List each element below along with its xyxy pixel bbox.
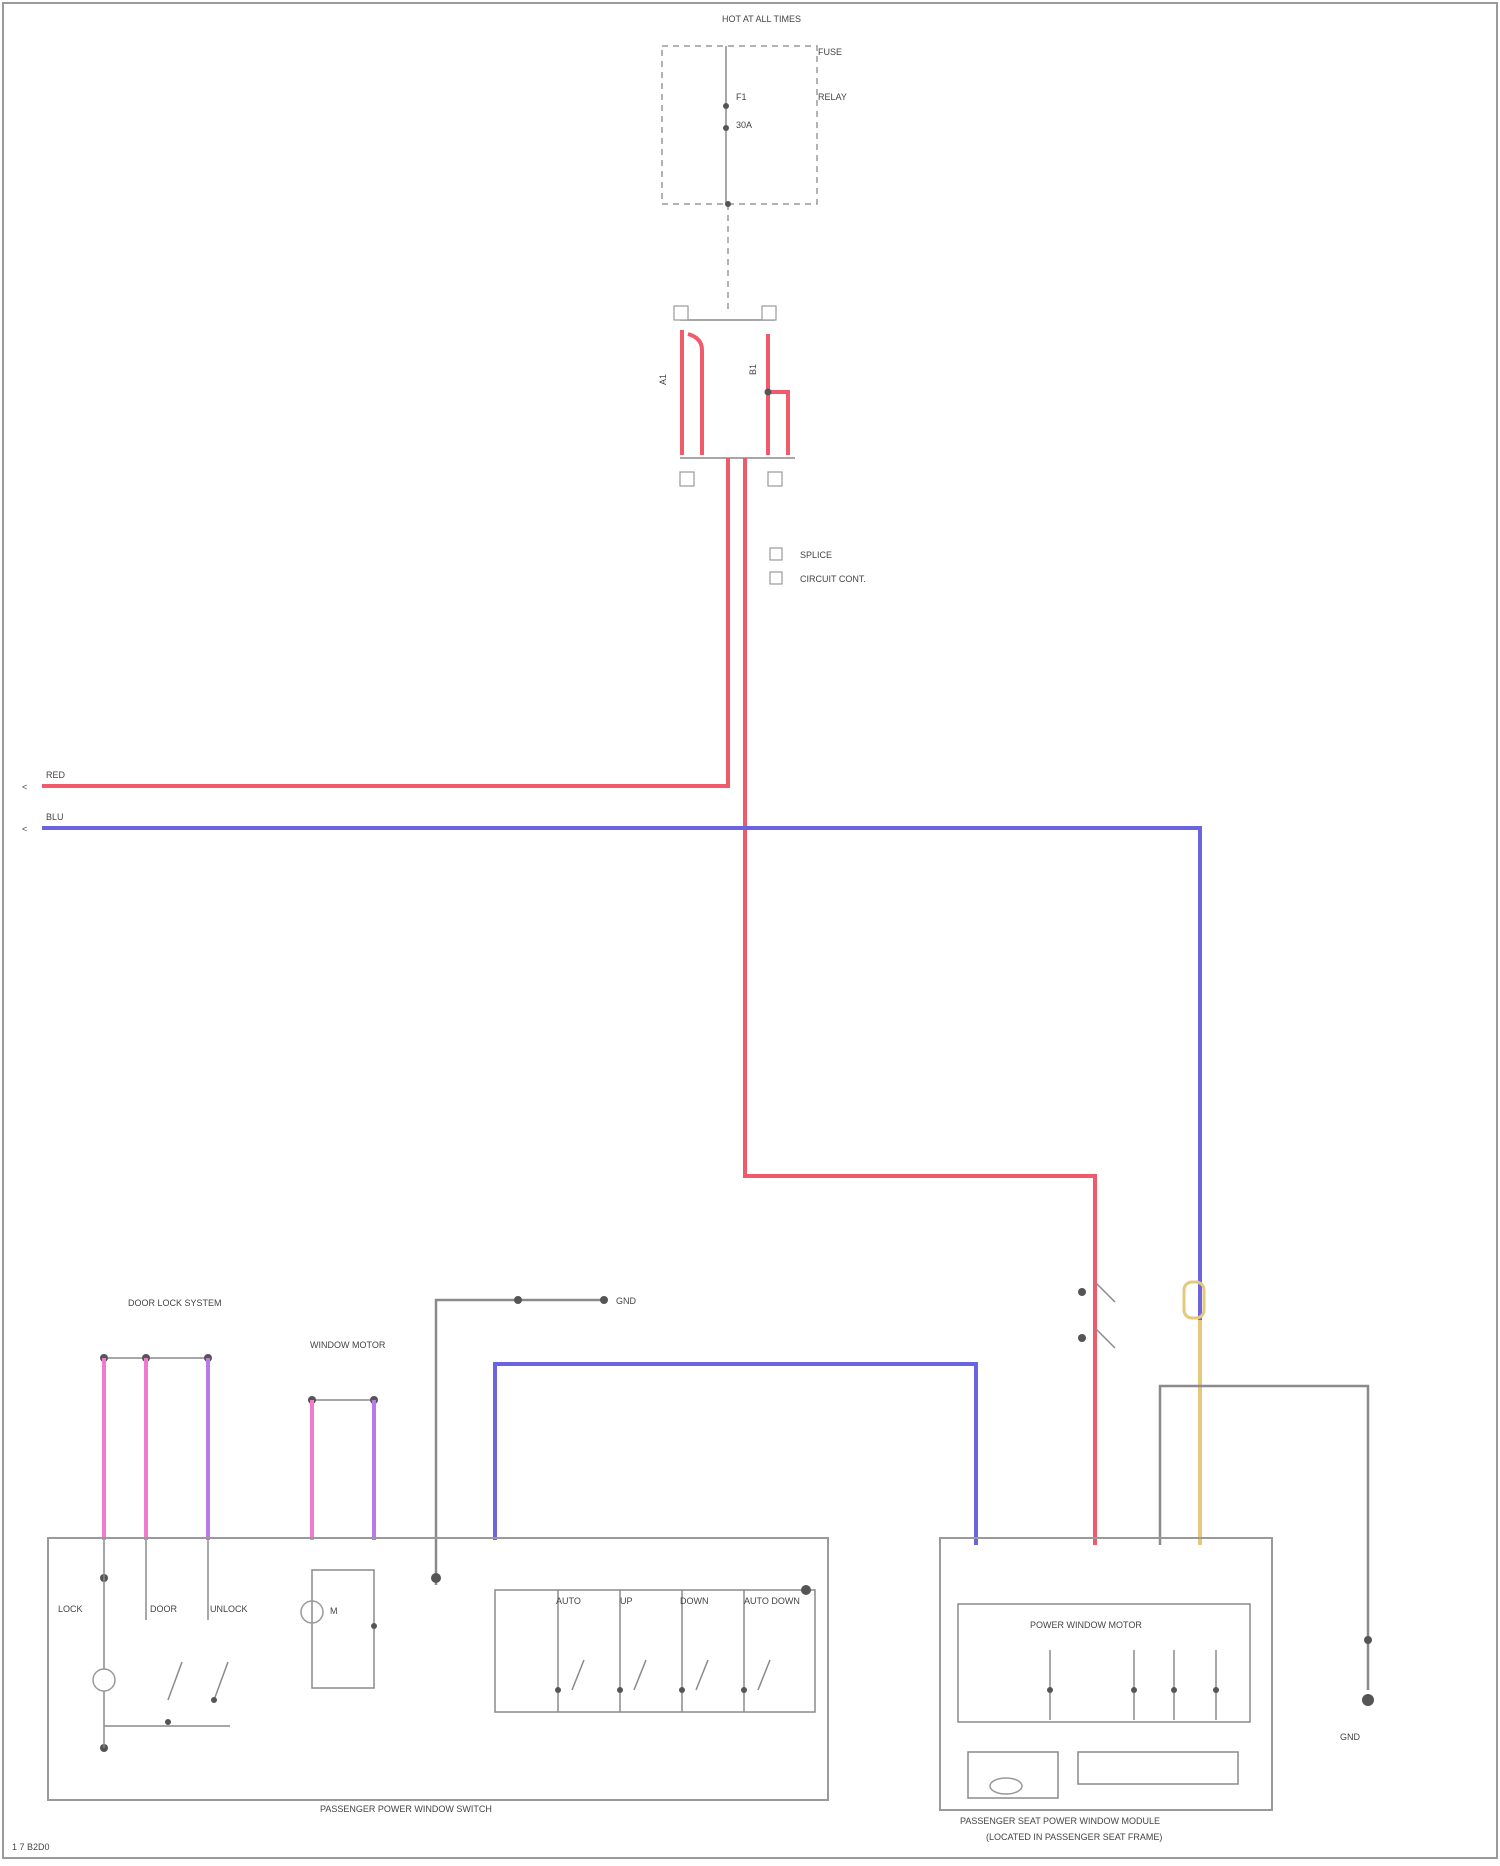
top-box-note-2: RELAY bbox=[818, 92, 847, 102]
legend-item-1: SPLICE bbox=[800, 550, 832, 560]
ground-right-label: GND bbox=[1340, 1732, 1361, 1742]
top-box-note-3: F1 bbox=[736, 92, 747, 102]
bank-label-1: AUTO bbox=[556, 1596, 581, 1606]
top-box-note-4: 30A bbox=[736, 120, 752, 130]
passenger-seat-module-box: POWER WINDOW MOTOR PASSENGER SEAT POWER … bbox=[940, 1538, 1272, 1842]
junction-pin-a: A1 bbox=[658, 374, 668, 385]
bottom-right-box-title-1: PASSENGER SEAT POWER WINDOW MODULE bbox=[960, 1816, 1160, 1826]
left-blue-label: BLU bbox=[46, 812, 64, 822]
bottom-left-box-title: PASSENGER POWER WINDOW SWITCH bbox=[320, 1804, 492, 1814]
left-blue-arrow-icon: < bbox=[22, 824, 27, 834]
bank-label-4: AUTO DOWN bbox=[744, 1596, 800, 1606]
red-wire-main bbox=[42, 458, 728, 786]
blue-wire-main bbox=[42, 828, 1200, 1545]
top-box-note-1: FUSE bbox=[818, 47, 842, 57]
left-red-label: RED bbox=[46, 770, 66, 780]
window-motor-label: WINDOW MOTOR bbox=[310, 1340, 386, 1350]
legend-item-2: CIRCUIT CONT. bbox=[800, 574, 866, 584]
red-wire-down bbox=[745, 458, 1095, 1545]
left-red-arrow-icon: < bbox=[22, 782, 27, 792]
motor-label: M bbox=[330, 1606, 338, 1616]
door-lock-group: DOOR LOCK SYSTEM bbox=[100, 1298, 222, 1540]
bottom-right-box-title-2: (LOCATED IN PASSENGER SEAT FRAME) bbox=[986, 1832, 1162, 1842]
switch-label-2: DOOR bbox=[150, 1604, 178, 1614]
door-lock-label: DOOR LOCK SYSTEM bbox=[128, 1298, 222, 1308]
bank-label-3: DOWN bbox=[680, 1596, 709, 1606]
top-box-title: HOT AT ALL TIMES bbox=[722, 14, 801, 24]
module-inner-label: POWER WINDOW MOTOR bbox=[1030, 1620, 1142, 1630]
splice-legend: SPLICE CIRCUIT CONT. bbox=[770, 548, 866, 584]
switch-label-3: UNLOCK bbox=[210, 1604, 248, 1614]
blue-wire-to-module bbox=[495, 1364, 976, 1545]
junction-pin-b: B1 bbox=[748, 364, 758, 375]
top-component-box: HOT AT ALL TIMES FUSE RELAY F1 30A bbox=[662, 14, 847, 204]
gray-wire-center bbox=[436, 1300, 604, 1585]
switch-label-1: LOCK bbox=[58, 1604, 83, 1614]
bank-label-2: UP bbox=[620, 1596, 633, 1606]
window-motor-group: WINDOW MOTOR bbox=[308, 1340, 386, 1540]
ground-left-label: GND bbox=[616, 1296, 637, 1306]
footer-code: 1 7 B2D0 bbox=[12, 1842, 50, 1852]
